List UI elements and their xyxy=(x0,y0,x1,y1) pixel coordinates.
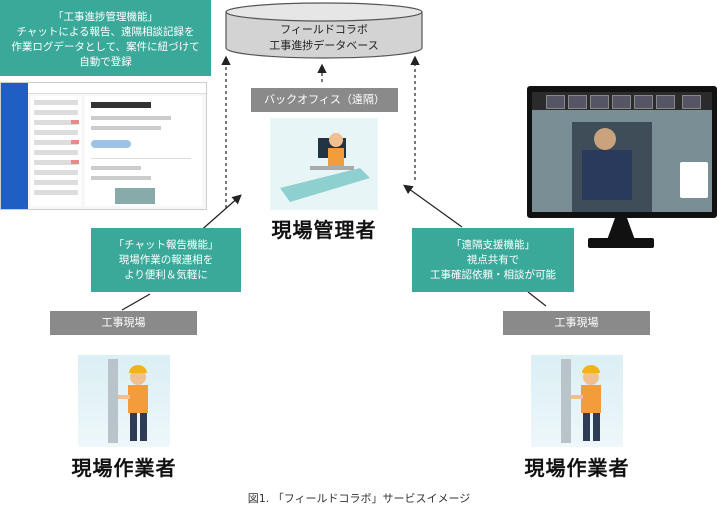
left-worker-illustration xyxy=(78,355,170,447)
app-sidebar xyxy=(1,83,28,209)
figure-caption: 図1. 「フィールドコラボ」サービスイメージ xyxy=(247,492,471,505)
remote-feature-line: 視点共有で xyxy=(466,253,520,266)
arrow-remote-to-manager xyxy=(403,184,463,228)
right-site-label: 工事現場 xyxy=(503,311,650,335)
left-worker-name: 現場作業者 xyxy=(71,456,177,480)
progress-feature-line: 作業ログデータとして、案件に紐づけて xyxy=(11,41,200,53)
site-manager-name: 現場管理者 xyxy=(271,218,377,242)
remote-feature-title: 「遠隔支援機能」 xyxy=(451,238,535,251)
app-topbar xyxy=(28,83,206,94)
arrow-chat-to-manager xyxy=(197,194,242,234)
monitor-icon xyxy=(527,86,717,218)
database-subtitle: 工事進捗データベース xyxy=(269,39,379,52)
chat-feature-line: 現場作業の報連相を xyxy=(118,253,214,266)
right-worker-name: 現場作業者 xyxy=(524,456,630,480)
database-name: フィールドコラボ xyxy=(280,23,368,36)
chat-feature-title: 「チャット報告機能」 xyxy=(113,238,219,251)
site-manager-illustration xyxy=(270,118,378,210)
progress-feature-line: 自動で登録 xyxy=(79,56,132,68)
app-detail-panel xyxy=(85,96,202,206)
line-rightsite-to-remote xyxy=(527,291,547,307)
progress-feature-line: チャットによる報告、遠隔相談記録を xyxy=(16,26,195,38)
database-label: フィールドコラボ 工事進捗データベース xyxy=(226,22,422,54)
right-worker-illustration xyxy=(531,355,623,447)
chat-feature-box: 「チャット報告機能」 現場作業の報連相を より便利＆気軽に xyxy=(91,228,241,292)
left-site-label: 工事現場 xyxy=(50,311,197,335)
back-office-label: バックオフィス（遠隔） xyxy=(251,88,398,112)
remote-feature-box: 「遠隔支援機能」 視点共有で 工事確認依頼・相談が可能 xyxy=(412,228,574,292)
monitor-stand xyxy=(607,218,635,240)
monitor-base xyxy=(588,238,654,248)
remote-feature-line: 工事確認依頼・相談が可能 xyxy=(430,268,556,281)
line-leftsite-to-chat xyxy=(121,293,151,311)
app-screenshot xyxy=(0,82,207,210)
remote-video-screen xyxy=(532,92,712,212)
progress-feature-box: 「工事進捗管理機能」 チャットによる報告、遠隔相談記録を 作業ログデータとして、… xyxy=(0,0,211,76)
progress-feature-title: 「工事進捗管理機能」 xyxy=(53,11,158,23)
chat-feature-line: より便利＆気軽に xyxy=(124,268,208,281)
app-list-panel xyxy=(31,96,81,206)
